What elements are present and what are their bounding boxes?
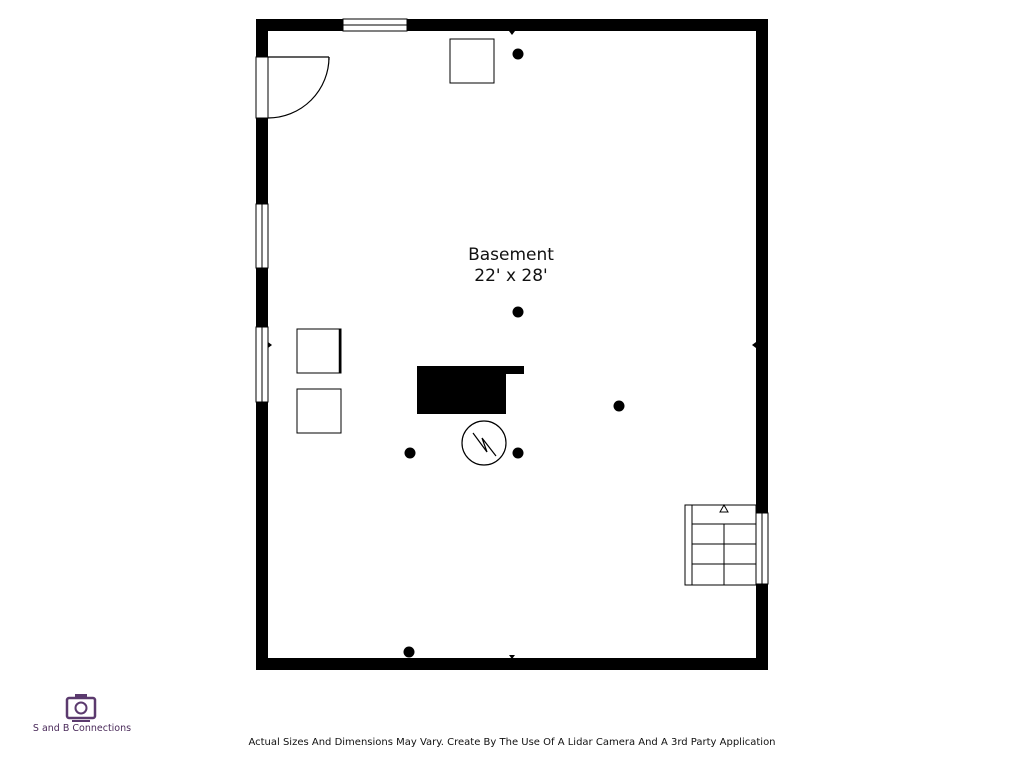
post bbox=[613, 400, 625, 412]
marker-top bbox=[509, 31, 515, 35]
door-icon bbox=[255, 56, 330, 119]
support-posts bbox=[403, 48, 625, 658]
wall-right bbox=[756, 19, 768, 670]
camera-icon bbox=[65, 694, 97, 722]
post bbox=[403, 646, 415, 658]
water-heater-icon bbox=[461, 420, 507, 466]
wall-top bbox=[256, 19, 768, 31]
post bbox=[512, 48, 524, 60]
wall-markers bbox=[268, 31, 756, 659]
footer-disclaimer: Actual Sizes And Dimensions May Vary. Cr… bbox=[248, 737, 775, 748]
furnace bbox=[417, 366, 524, 414]
washer bbox=[296, 328, 342, 374]
marker-bottom bbox=[509, 655, 515, 659]
window-right bbox=[755, 512, 769, 585]
marker-left bbox=[268, 342, 272, 348]
window-left-upper bbox=[255, 203, 269, 269]
window-top bbox=[342, 18, 408, 32]
dryer bbox=[296, 388, 342, 434]
room-dimensions: 22' x 28' bbox=[474, 266, 547, 286]
brand-name: S and B Connections bbox=[33, 723, 131, 734]
post bbox=[512, 306, 524, 318]
post bbox=[512, 447, 524, 459]
post bbox=[404, 447, 416, 459]
stairs-icon bbox=[684, 503, 757, 586]
appliance-box-top bbox=[449, 38, 495, 84]
room-name: Basement bbox=[468, 245, 554, 265]
marker-right bbox=[752, 342, 756, 348]
window-left-lower bbox=[255, 326, 269, 403]
wall-bottom bbox=[256, 658, 768, 670]
